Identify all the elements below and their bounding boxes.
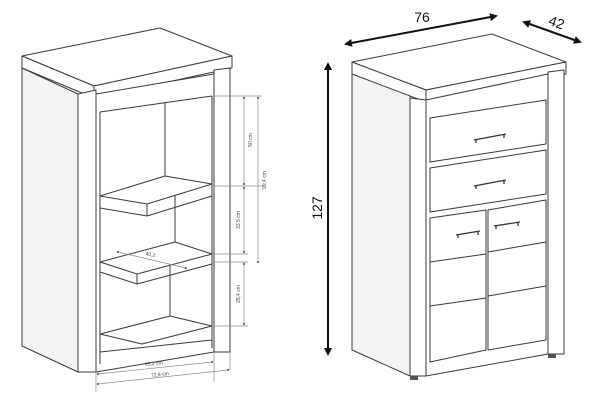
bottom-shelf: [99, 315, 213, 345]
door-left: [429, 209, 487, 363]
right-cabinet: 76 42 127: [309, 9, 582, 380]
dim-25-4cm: 25,4 cm: [236, 285, 242, 303]
left-dimension-lines: [95, 95, 262, 392]
right-front-post: [213, 67, 231, 353]
left-front-post: [77, 89, 97, 373]
drawer-1-handle: [473, 133, 507, 143]
right-front-post-left: [409, 97, 427, 377]
foot-right: [548, 354, 556, 358]
drawer-1: [429, 99, 547, 163]
drawer-2-handle: [473, 179, 507, 189]
height-label: 127: [309, 196, 325, 220]
dim-72-9cm: 72,9 cm: [151, 371, 169, 379]
foot-left: [410, 376, 418, 380]
left-side-panel: [21, 67, 79, 373]
dim-99-4cm: 99,4 cm: [262, 171, 268, 189]
right-front-post-right: [547, 69, 565, 355]
right-side-panel: [351, 63, 411, 377]
depth-arrow: [522, 20, 582, 44]
door-left-handle: [455, 230, 481, 238]
left-cabinet: 50 cm 99,4 cm 33,5 cm 40,3 25,4 cm 65,2 …: [21, 27, 268, 392]
depth-label: 42: [547, 12, 567, 32]
dim-65-2cm: 65,2 cm: [145, 360, 163, 368]
dim-40-3: 40,3: [145, 251, 156, 259]
door-right-handle: [493, 221, 521, 229]
shelf-1: [99, 175, 213, 205]
drawer-2: [429, 149, 547, 213]
dim-50cm: 50 cm: [248, 133, 254, 147]
door-right: [487, 199, 547, 351]
dim-33-5cm: 33,5 cm: [236, 211, 242, 229]
width-label: 76: [414, 9, 430, 25]
width-arrow: [344, 13, 498, 47]
